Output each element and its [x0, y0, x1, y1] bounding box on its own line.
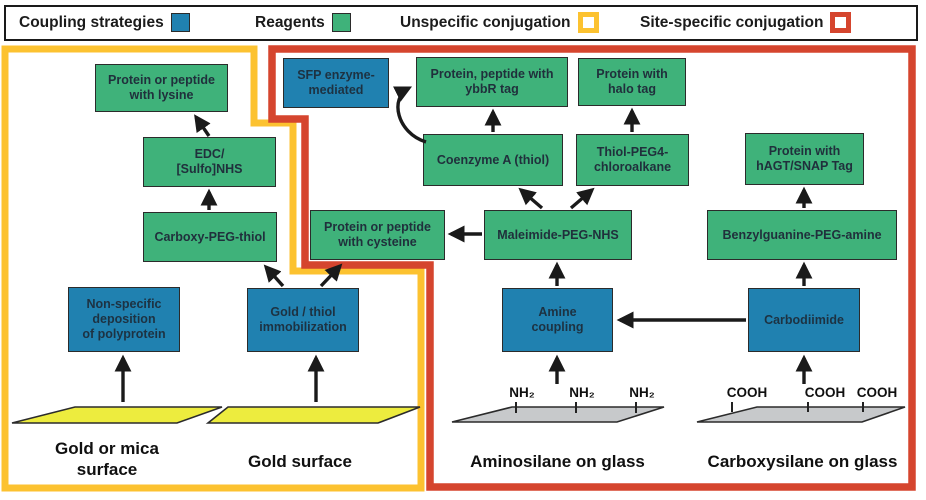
arrow-maleimide-to-coenzyme: [518, 187, 544, 210]
legend-label: Reagents: [255, 13, 325, 31]
label-gold-mica-surface: Gold or mica surface: [55, 439, 159, 480]
box-benzylguanine-peg-amine: Benzylguanine-PEG-amine: [707, 210, 897, 260]
amino-group-label: NH₂: [509, 385, 535, 400]
carboxyl-group-label: COOH: [804, 385, 846, 400]
box-protein-cysteine: Protein or peptide with cysteine: [310, 210, 445, 260]
arrow-goldthiol-to-carboxypeg: [263, 264, 285, 288]
legend-label: Unspecific conjugation: [400, 13, 571, 31]
unspecific-region-border: [1, 45, 425, 492]
box-gold-thiol-immobilization: Gold / thiol immobilization: [247, 288, 359, 352]
label-aminosilane-on-glass: Aminosilane on glass: [470, 452, 645, 471]
legend-bar: Coupling strategies Reagents Unspecific …: [4, 5, 918, 41]
box-coenzyme-a-thiol: Coenzyme A (thiol): [423, 134, 563, 186]
box-thiol-peg4-chloroalkane: Thiol-PEG4- chloroalkane: [576, 134, 689, 186]
legend-label: Coupling strategies: [19, 13, 164, 31]
reagents-swatch: [331, 13, 351, 32]
carboxyl-group-ticks: [731, 402, 864, 412]
box-protein-halo-tag: Protein with halo tag: [578, 58, 686, 106]
arrow-edc-to-lysine: [194, 114, 211, 137]
box-protein-hagt-snap-tag: Protein with hAGT/SNAP Tag: [745, 133, 864, 185]
legend-item-reagents: Reagents: [255, 7, 351, 38]
amino-group-label: NH₂: [569, 385, 595, 400]
box-edc-sulfo-nhs: EDC/ [Sulfo]NHS: [143, 137, 276, 187]
label-carboxysilane-on-glass: Carboxysilane on glass: [707, 452, 898, 471]
carboxyl-group-label: COOH: [726, 385, 768, 400]
legend-label: Site-specific conjugation: [640, 13, 824, 31]
carboxyl-group-label: COOH: [856, 385, 898, 400]
amino-group-label: NH₂: [629, 385, 655, 400]
box-amine-coupling: Amine coupling: [502, 288, 613, 352]
box-carbodiimide: Carbodiimide: [748, 288, 860, 352]
amino-group-ticks: [515, 402, 637, 413]
gold-mica-surface-shape: [11, 406, 223, 424]
coupling-strategies-swatch: [170, 13, 190, 32]
label-gold-surface: Gold surface: [248, 452, 352, 471]
box-protein-ybbr-tag: Protein, peptide with ybbR tag: [416, 57, 568, 107]
box-maleimide-peg-nhs: Maleimide-PEG-NHS: [484, 210, 632, 260]
box-carboxy-peg-thiol: Carboxy-PEG-thiol: [143, 212, 277, 262]
site-specific-region-border: [268, 45, 916, 491]
aminosilane-surface-shape: [451, 406, 665, 423]
box-sfp-enzyme-mediated: SFP enzyme- mediated: [283, 58, 389, 108]
box-protein-lysine: Protein or peptide with lysine: [95, 64, 228, 112]
carboxysilane-surface-shape: [696, 406, 906, 423]
site-specific-conjugation-swatch: [830, 12, 852, 33]
unspecific-conjugation-swatch: [577, 12, 599, 33]
legend-item-site-specific-conjugation: Site-specific conjugation: [640, 7, 852, 38]
legend-item-coupling-strategies: Coupling strategies: [19, 7, 190, 38]
arrow-goldthiol-to-cysteine: [319, 263, 343, 288]
arrow-maleimide-to-thiolpeg4: [569, 187, 595, 210]
box-nonspecific-deposition: Non-specific deposition of polyprotein: [68, 287, 180, 352]
legend-item-unspecific-conjugation: Unspecific conjugation: [400, 7, 599, 38]
gold-surface-shape: [205, 406, 421, 424]
